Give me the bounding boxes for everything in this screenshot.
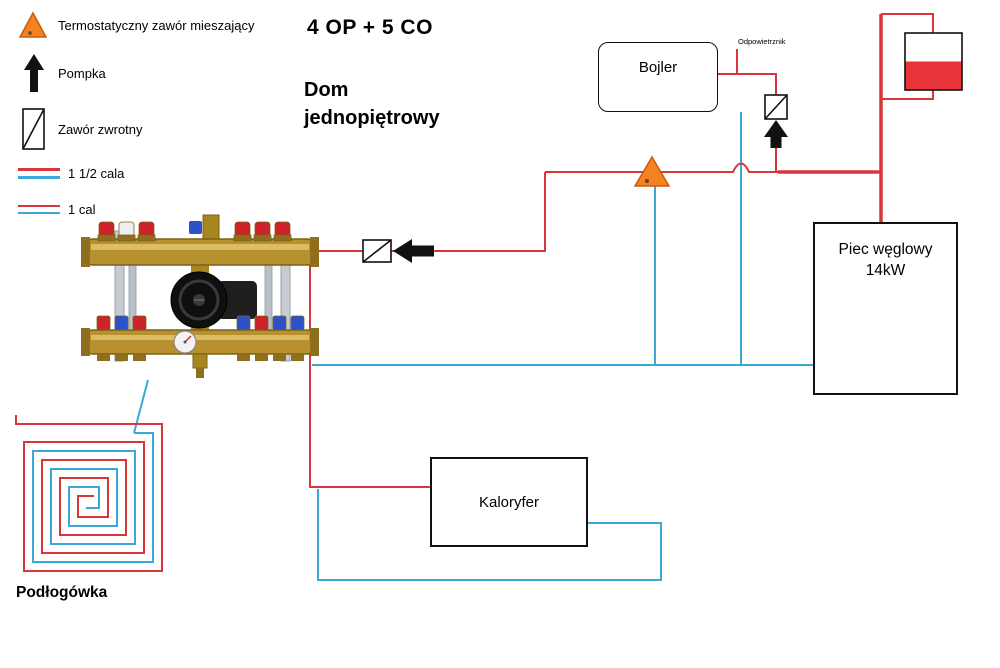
legend-item-check-valve: Zawór zwrotny (18, 107, 143, 151)
furnace-box: Piec węglowy 14kW (813, 222, 958, 395)
boiler-label: Bojler (638, 59, 678, 76)
legend-check-valve-label: Zawór zwrotny (58, 121, 143, 137)
legend-item-pump: Pompka (18, 52, 106, 94)
manifold-assembly (81, 214, 319, 378)
pipe-small-sample-icon (18, 205, 60, 214)
manifold-top-caps (97, 221, 292, 242)
manifold-bottom-fittings (97, 353, 304, 378)
flow-arrow-up-icon (764, 120, 788, 148)
furnace-label-line1: Piec węglowy (838, 241, 933, 258)
legend-item-mixing-valve: Termostatyczny zawór mieszający (18, 10, 255, 40)
boiler-box: Bojler (598, 42, 718, 112)
radiator-box: Kaloryfer (430, 457, 588, 547)
air-vent-label: Odpowietrznik (738, 37, 786, 46)
cold-pipes (133, 112, 813, 581)
pipe-large-sample-icon (18, 168, 60, 179)
furnace-label-line2: 14kW (865, 261, 906, 279)
check-valve-symbol-manifold (362, 239, 392, 263)
spiral-hot (15, 415, 163, 572)
cold-floor-feed (133, 379, 149, 434)
flow-arrow-left-icon (393, 239, 434, 263)
radiator-label: Kaloryfer (478, 493, 540, 511)
legend-item-pipe-large: 1 1/2 cala (18, 166, 124, 181)
manifold-top-valve (189, 214, 220, 240)
manifold-top-bar (81, 237, 319, 267)
legend-item-pipe-small: 1 cal (18, 202, 95, 217)
hot-radiator-feed (309, 251, 430, 488)
expansion-tank-flag (904, 32, 963, 91)
hot-tank-top (881, 13, 934, 33)
page-title: 4 OP + 5 CO (307, 16, 433, 39)
page-subtitle: Dom jednopiętrowy (304, 79, 440, 129)
hot-tank-bottom (881, 90, 934, 100)
legend-pipe-large-label: 1 1/2 cala (68, 166, 125, 181)
hot-boiler-branch (718, 73, 777, 96)
legend-pump-label: Pompka (58, 65, 106, 81)
legend: Termostatyczny zawór mieszający Pompka Z… (18, 10, 318, 240)
mixing-valve-icon (18, 10, 58, 40)
pump-icon (18, 52, 58, 94)
manifold-bottom-bar (81, 328, 319, 356)
manifold-pump (170, 271, 257, 329)
legend-mixing-valve-label: Termostatyczny zawór mieszający (58, 17, 255, 33)
hot-manifold-line (308, 172, 546, 252)
floor-heating-spiral (15, 415, 163, 572)
underfloor-label: Podłogówka (16, 584, 108, 601)
mixing-valve-symbol (633, 155, 671, 187)
check-valve-symbol-boiler (764, 94, 788, 120)
spiral-cold (32, 432, 154, 563)
legend-pipe-small-label: 1 cal (68, 202, 96, 217)
manifold-bottom-knobs (96, 315, 305, 331)
cold-radiator-return (317, 489, 662, 581)
check-valve-icon (18, 107, 58, 151)
manifold-thermometer (173, 330, 197, 354)
hot-main-line (545, 162, 778, 173)
